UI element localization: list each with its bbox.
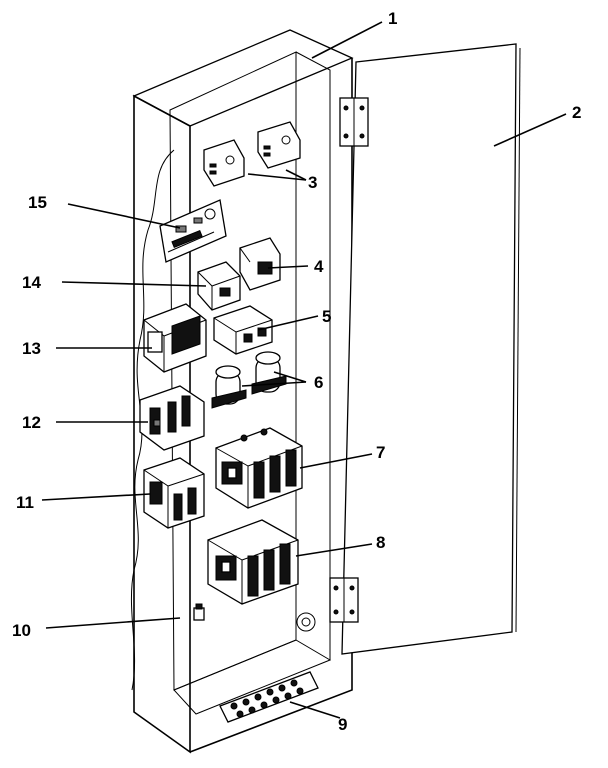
control-circuit-board [159, 199, 227, 263]
small-switch [193, 603, 205, 621]
callout-15: 15 [28, 193, 47, 212]
relay-4 [239, 237, 281, 291]
callout-4: 4 [314, 257, 324, 276]
callout-1: 1 [388, 9, 397, 28]
callout-14: 14 [22, 273, 41, 292]
cube-relay [197, 261, 241, 311]
callout-6: 6 [314, 373, 323, 392]
callout-11: 11 [16, 493, 34, 512]
terminal-block [219, 671, 319, 723]
enclosure-door [341, 43, 521, 655]
knockout-hole [296, 612, 316, 632]
callout-9: 9 [338, 715, 347, 734]
callout-7: 7 [376, 443, 385, 462]
relay-5 [213, 305, 273, 355]
callout-13: 13 [22, 339, 41, 358]
callout-labels: 1 2 3 4 5 6 7 8 9 10 11 12 13 14 15 [12, 9, 581, 734]
contactor-11 [143, 457, 205, 529]
capacitors [211, 351, 287, 409]
lower-hinge [329, 577, 359, 623]
callout-12: 12 [22, 413, 41, 432]
callout-8: 8 [376, 533, 385, 552]
upper-hinge [339, 97, 369, 147]
callout-2: 2 [572, 103, 581, 122]
callout-5: 5 [322, 307, 331, 326]
transformer [143, 303, 207, 373]
callout-3: 3 [308, 173, 317, 192]
leader-lines [41, 21, 567, 719]
contactor-12 [139, 385, 205, 451]
contactor-7 [215, 427, 303, 509]
callout-10: 10 [12, 621, 31, 640]
contactor-8 [207, 519, 299, 605]
relay-pair [203, 121, 301, 187]
